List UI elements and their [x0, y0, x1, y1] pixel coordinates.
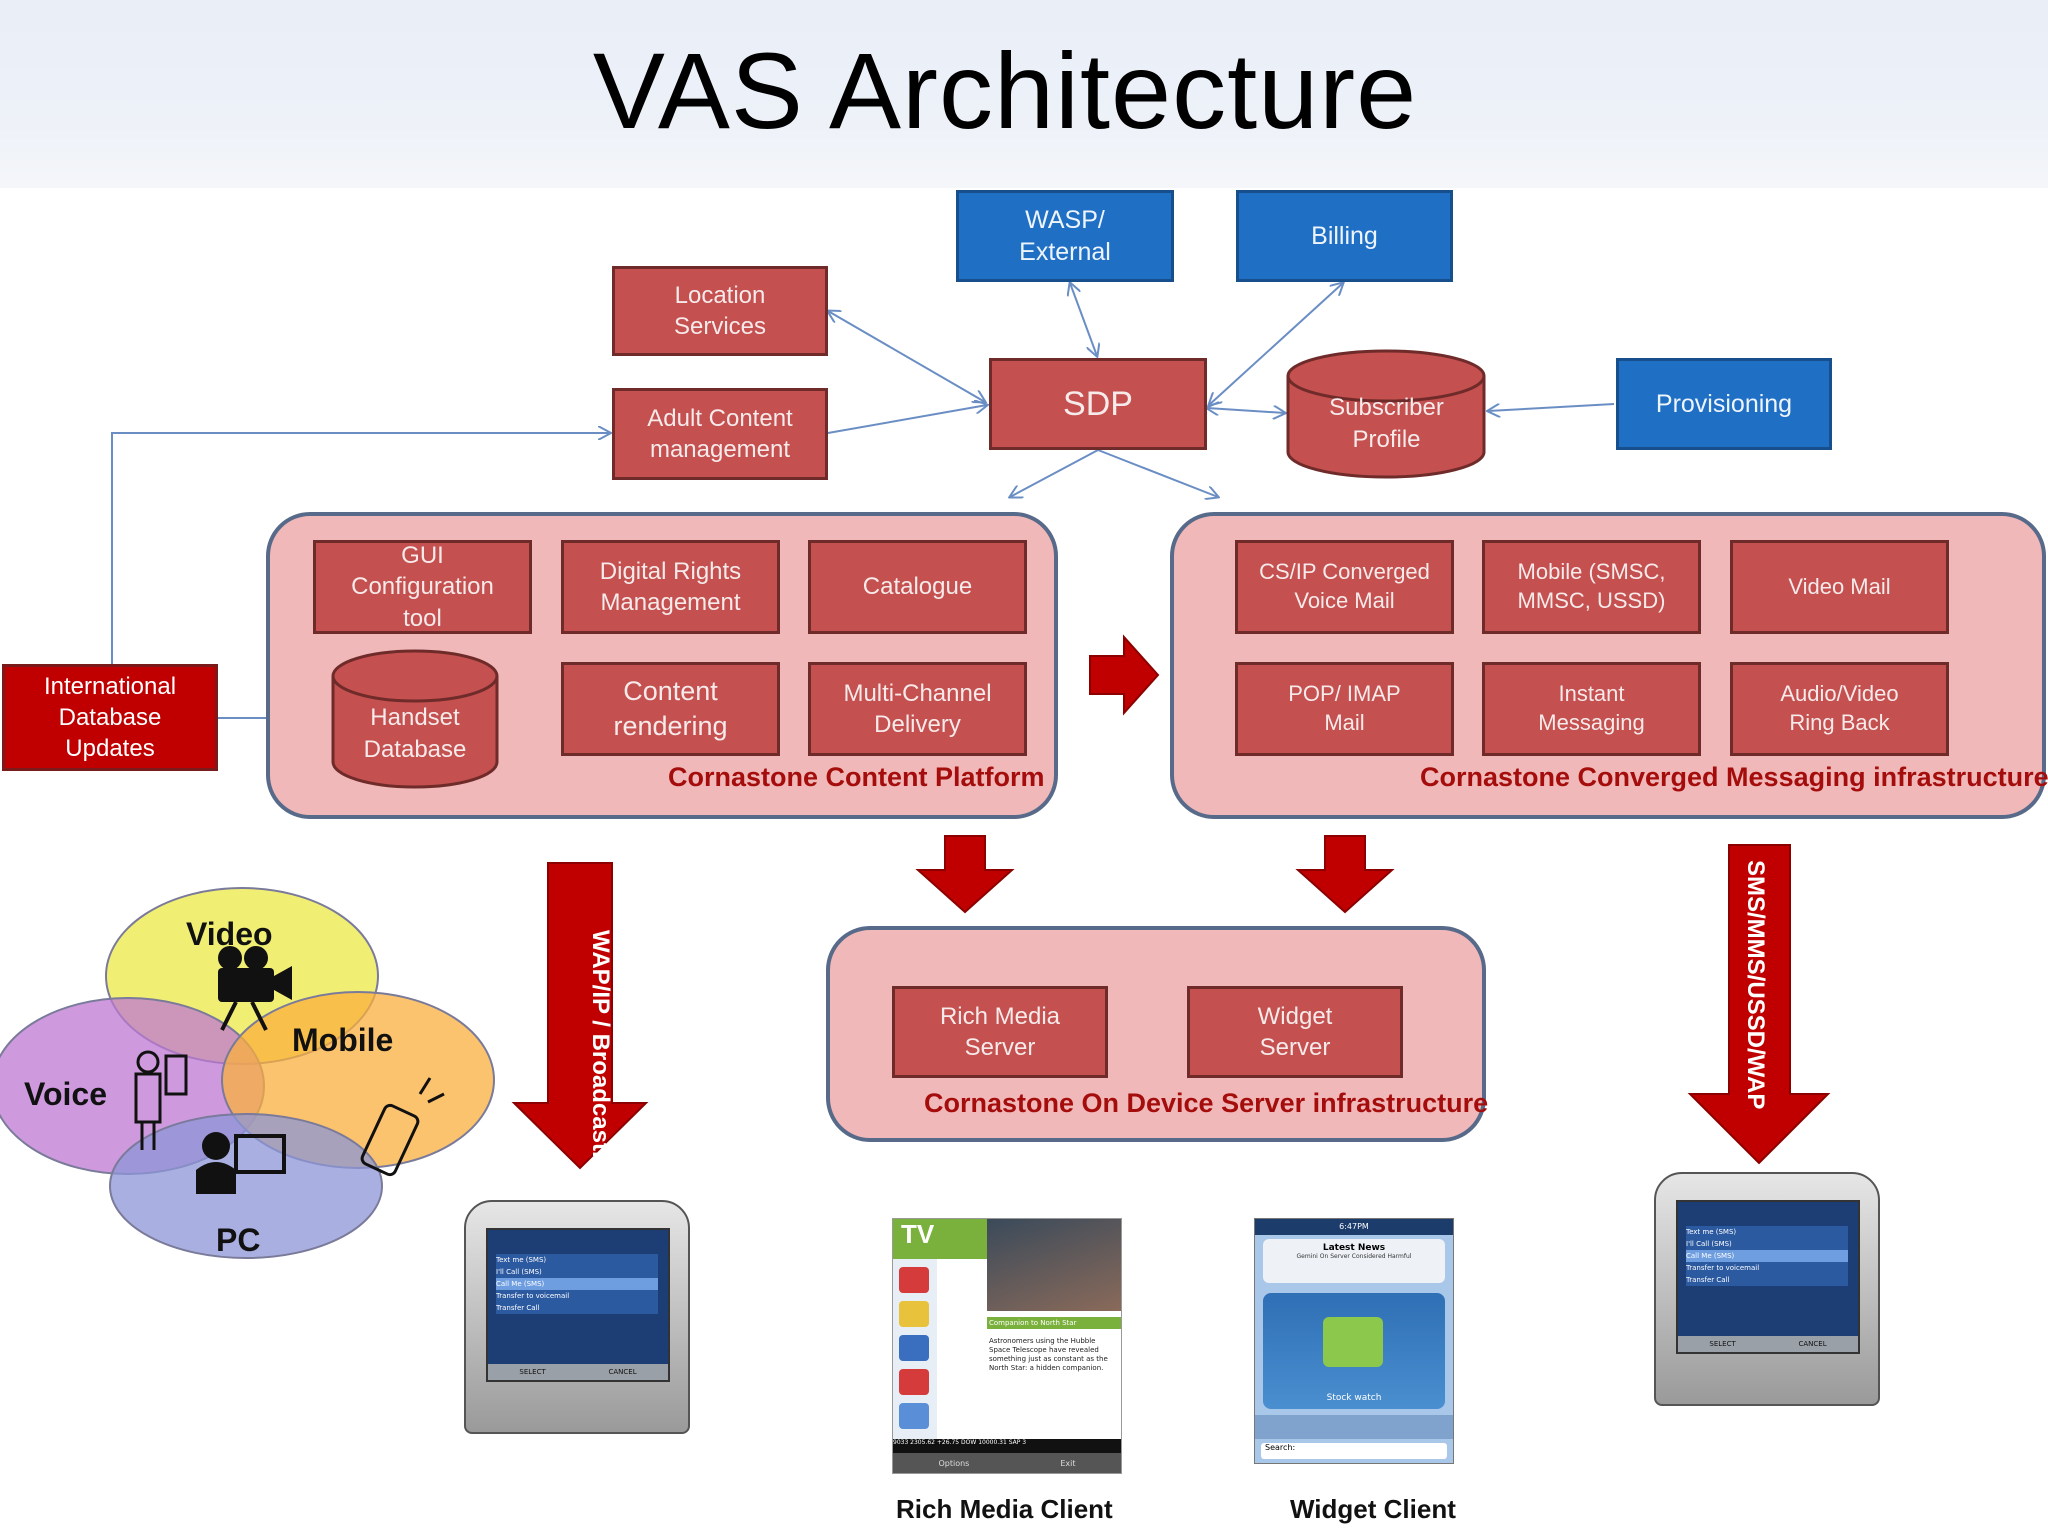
handset-left: Text me (SMS) I'll Call (SMS) Call Me (S… [464, 1200, 690, 1434]
gui-config-box: GUI Configuration tool [313, 540, 532, 634]
select-softkey[interactable]: SELECT [1709, 1340, 1736, 1348]
exit-softkey[interactable]: Exit [1060, 1458, 1076, 1468]
news-widget[interactable]: Latest News Gemini On Server Considered … [1263, 1239, 1445, 1283]
menu-item[interactable]: Transfer to voicemail [496, 1290, 658, 1302]
mobile-smsc-box: Mobile (SMSC, MMSC, USSD) [1482, 540, 1701, 634]
adult-content-box: Adult Content management [612, 388, 828, 480]
cancel-softkey[interactable]: CANCEL [608, 1368, 637, 1376]
tv-headline: Companion to North Star [987, 1317, 1121, 1329]
content-rendering-box: Content rendering [561, 662, 780, 756]
menu-item[interactable]: Transfer to voicemail [1686, 1262, 1848, 1274]
tv-icon-strip [893, 1259, 937, 1459]
widget-search-field[interactable]: Search: [1261, 1443, 1447, 1459]
handset-database-cylinder: Handset Database [330, 648, 500, 790]
app-icon[interactable] [899, 1369, 929, 1395]
sms-mms-label: SMS/MMS/USSD/WAP [1742, 860, 1769, 1110]
content-platform-label: Cornastone Content Platform [668, 762, 1045, 792]
subscriber-profile-cylinder: Subscriber Profile [1285, 348, 1488, 480]
subscriber-profile-label: Subscriber Profile [1329, 394, 1444, 454]
rich-media-client-screen: TV Companion to North Star Astronomers u… [892, 1218, 1122, 1474]
ringback-box: Audio/Video Ring Back [1730, 662, 1949, 756]
provisioning-box: Provisioning [1616, 358, 1832, 450]
camera-icon [218, 946, 292, 1031]
catalogue-box: Catalogue [808, 540, 1027, 634]
menu-item[interactable]: Text me (SMS) [1686, 1226, 1848, 1238]
device-server-label: Cornastone On Device Server infrastructu… [924, 1088, 1489, 1118]
sdp-box: SDP [989, 358, 1207, 450]
rich-media-server-box: Rich Media Server [892, 986, 1108, 1078]
widget-status-time: 6:47PM [1255, 1219, 1453, 1235]
instant-messaging-box: Instant Messaging [1482, 662, 1701, 756]
sdp-content-link [1010, 449, 1099, 497]
widget-server-box: Widget Server [1187, 986, 1403, 1078]
pop-imap-box: POP/ IMAP Mail [1235, 662, 1454, 756]
rich-media-client-caption: Rich Media Client [896, 1494, 1113, 1524]
provisioning-subscriber-link [1488, 403, 1615, 411]
app-icon[interactable] [899, 1301, 929, 1327]
billing-box: Billing [1236, 190, 1453, 282]
drm-box: Digital Rights Management [561, 540, 780, 634]
tv-logo: TV [893, 1219, 993, 1259]
venn-mobile-label: Mobile [292, 1022, 394, 1058]
stock-widget[interactable]: Stock watch [1263, 1293, 1445, 1409]
stock-widget-label: Stock watch [1326, 1393, 1382, 1403]
handset-right: Text me (SMS) I'll Call (SMS) Call Me (S… [1654, 1172, 1880, 1406]
slide-title: VAS Architecture [592, 30, 1418, 151]
sdp-wasp-link [1070, 283, 1097, 356]
sdp-messaging-link [1097, 449, 1218, 497]
menu-item[interactable]: I'll Call (SMS) [1686, 1238, 1848, 1250]
multichannel-delivery-box: Multi-Channel Delivery [808, 662, 1027, 756]
person-phone-icon [134, 1050, 188, 1150]
news-widget-sub: Gemini On Server Considered Harmful [1296, 1253, 1412, 1260]
sdp-billing-link [1209, 283, 1343, 405]
app-icon[interactable] [899, 1335, 929, 1361]
venn-diagram [0, 887, 495, 1259]
menu-item[interactable]: Transfer Call [1686, 1274, 1848, 1286]
handset-left-screen: Text me (SMS) I'll Call (SMS) Call Me (S… [486, 1228, 670, 1382]
cancel-softkey[interactable]: CANCEL [1798, 1340, 1827, 1348]
csip-voicemail-box: CS/IP Converged Voice Mail [1235, 540, 1454, 634]
options-softkey[interactable]: Options [938, 1458, 970, 1468]
venn-voice-label: Voice [24, 1076, 107, 1112]
news-anchor-image [987, 1219, 1121, 1311]
international-database-box: International Database Updates [2, 664, 218, 771]
widget-dock [1255, 1415, 1453, 1439]
wap-broadcast-label: WAP/IP / Broadcasting [587, 930, 614, 1187]
menu-item[interactable]: Text me (SMS) [496, 1254, 658, 1266]
venn-video-label: Video [186, 916, 273, 952]
widget-client-caption: Widget Client [1290, 1494, 1456, 1524]
location-services-box: Location Services [612, 266, 828, 356]
sdp-subscriber-link [1207, 408, 1285, 413]
pc-user-icon [196, 1132, 286, 1194]
wasp-external-box: WASP/ External [956, 190, 1174, 282]
tv-body: Astronomers using the Hubble Space Teles… [989, 1337, 1108, 1372]
news-widget-title: Latest News [1322, 1243, 1386, 1253]
menu-item[interactable]: I'll Call (SMS) [496, 1266, 658, 1278]
sdp-adult-link [827, 405, 987, 434]
handset-right-screen: Text me (SMS) I'll Call (SMS) Call Me (S… [1676, 1200, 1860, 1354]
app-icon[interactable] [899, 1267, 929, 1293]
menu-item[interactable]: Call Me (SMS) [496, 1278, 658, 1290]
chart-icon [1323, 1317, 1383, 1367]
venn-pc-circle [109, 1113, 383, 1259]
handset-database-label: Handset Database [363, 704, 467, 764]
menu-item[interactable]: Call Me (SMS) [1686, 1250, 1848, 1262]
select-softkey[interactable]: SELECT [519, 1368, 546, 1376]
intl-adult-link [111, 433, 610, 666]
video-mail-box: Video Mail [1730, 540, 1949, 634]
stock-ticker: 9033 2305.62 +26.75 DOW 10000.31 SAP 3 [893, 1439, 1121, 1453]
app-icon[interactable] [899, 1403, 929, 1429]
venn-pc-label: PC [216, 1222, 261, 1258]
widget-client-screen: 6:47PM Latest News Gemini On Server Cons… [1254, 1218, 1454, 1464]
title-banner [0, 0, 2048, 188]
mobile-phone-icon [360, 1077, 445, 1177]
messaging-label: Cornastone Converged Messaging infrastru… [1420, 762, 2048, 792]
menu-item[interactable]: Transfer Call [496, 1302, 658, 1314]
sdp-location-link [828, 311, 985, 402]
